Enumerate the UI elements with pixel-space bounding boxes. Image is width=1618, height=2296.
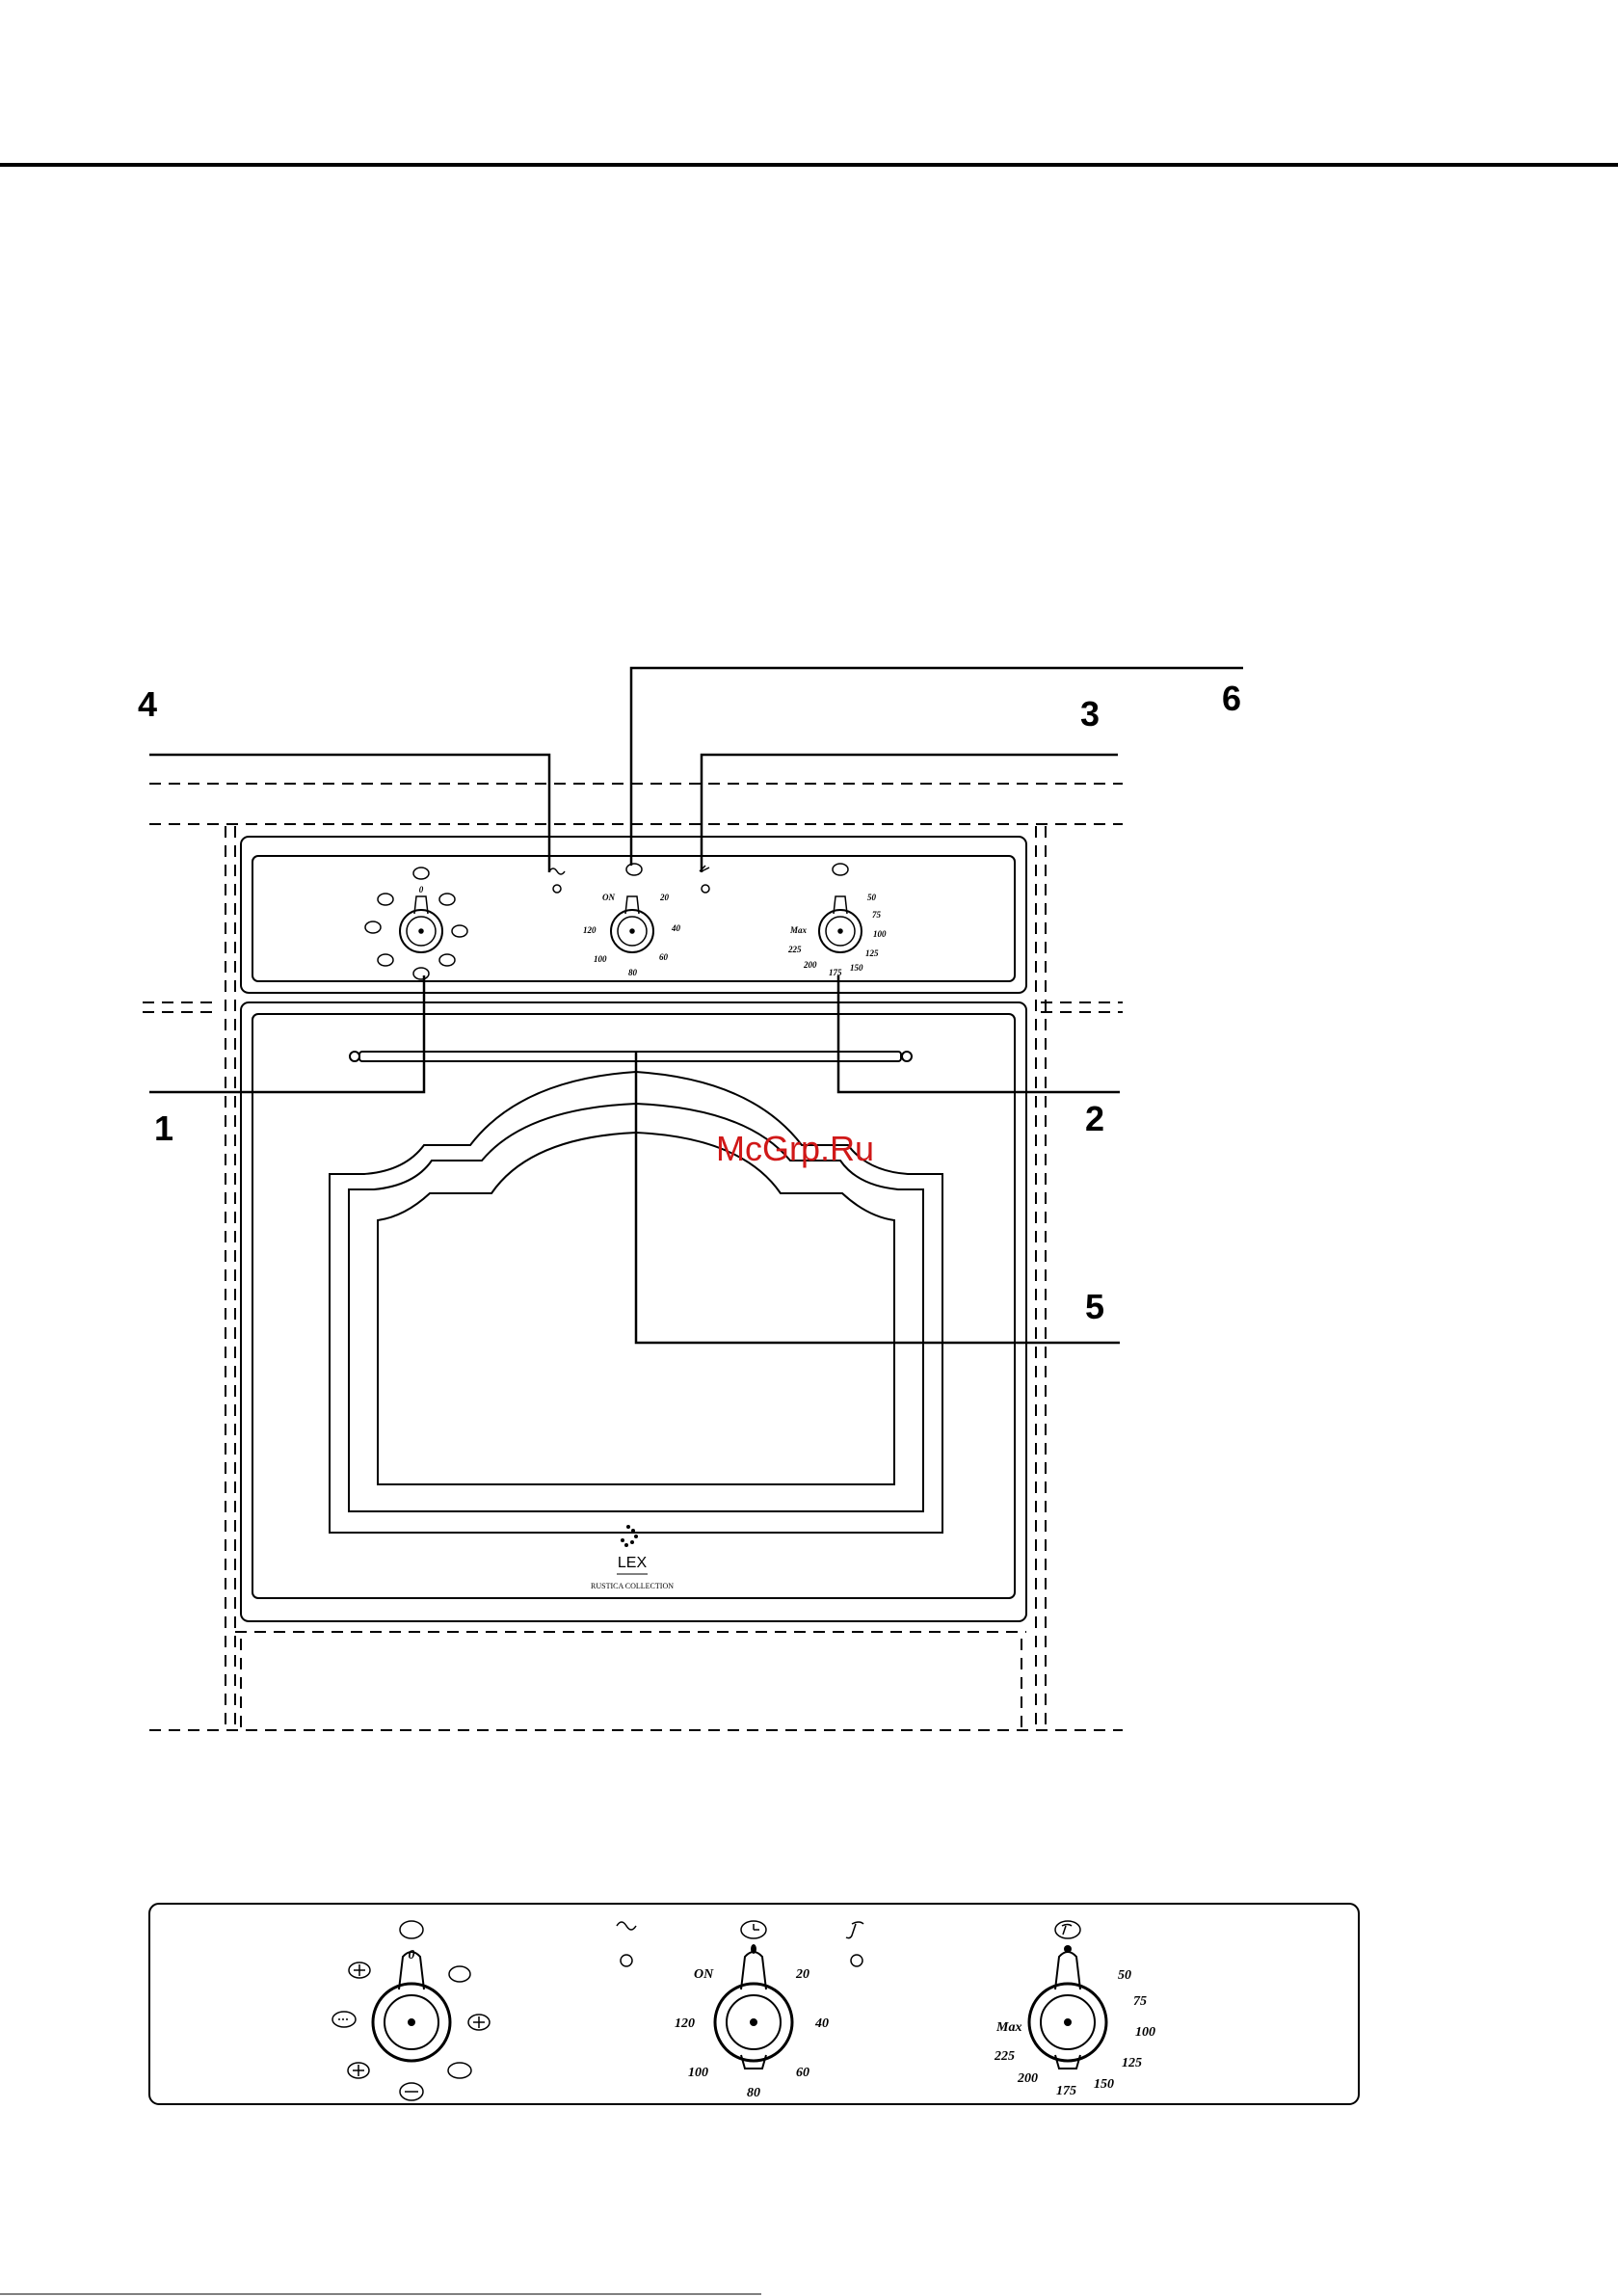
callout-6: 6 (1222, 679, 1241, 718)
function-zero-label: 0 (409, 1948, 415, 1962)
top-right-icon (448, 2063, 471, 2078)
small-panel-controls (365, 864, 862, 979)
svg-text:Max: Max (789, 925, 808, 935)
door-handle (359, 1052, 901, 1061)
temp-mark-100: 100 (1135, 2025, 1155, 2040)
callout-1: 1 (154, 1108, 173, 1148)
svg-text:50: 50 (867, 893, 877, 902)
thermometer-indicator-icon (846, 1922, 863, 1938)
svg-text:125: 125 (865, 948, 879, 958)
small-indicator-right (702, 885, 709, 893)
large-panel (149, 1904, 1359, 2104)
svg-text:20: 20 (659, 893, 670, 902)
svg-text:150: 150 (850, 963, 863, 973)
svg-text:225: 225 (787, 945, 802, 954)
timer-on-label: ON (694, 1967, 714, 1982)
indicator-right (851, 1955, 862, 1966)
function-knob[interactable] (373, 1952, 450, 2061)
top-heat-icon (449, 1966, 470, 1982)
callout-2: 2 (1085, 1099, 1104, 1138)
indicator-left (621, 1955, 632, 1966)
callout-4: 4 (138, 684, 157, 724)
callout-5: 5 (1085, 1287, 1104, 1326)
svg-text:175: 175 (829, 968, 842, 977)
temp-mark-175: 175 (1056, 2084, 1076, 2098)
timer-mark-40: 40 (814, 2016, 829, 2031)
svg-text:0: 0 (419, 885, 424, 894)
temperature-max-label: Max (995, 2020, 1021, 2035)
timer-mark-20: 20 (795, 1967, 809, 1982)
light-icon (400, 1921, 423, 1938)
svg-text:100: 100 (873, 929, 887, 939)
timer-knob[interactable] (715, 1952, 792, 2069)
temperature-knob[interactable] (1029, 1952, 1106, 2069)
timer-on-marker (751, 1944, 756, 1954)
temp-mark-50: 50 (1118, 1968, 1131, 1983)
temp-mark-225: 225 (994, 2049, 1015, 2064)
temp-mark-125: 125 (1122, 2056, 1142, 2070)
svg-text:100: 100 (594, 954, 607, 964)
watermark: McGrp.Ru (716, 1129, 874, 1168)
leader-4 (149, 755, 549, 872)
temperature-marker (1064, 1945, 1072, 1953)
brand-collection-text: RUSTICA COLLECTION (591, 1582, 674, 1590)
temp-mark-150: 150 (1094, 2077, 1114, 2092)
brand-logo-text: LEX (618, 1555, 648, 1571)
timer-mark-60: 60 (796, 2066, 809, 2080)
svg-text:40: 40 (671, 923, 681, 933)
small-indicator-left (553, 885, 561, 893)
leader-lines (149, 668, 1243, 1343)
svg-text:ON: ON (602, 893, 615, 902)
oven-body (241, 837, 1026, 1621)
temp-mark-75: 75 (1133, 1994, 1147, 2009)
power-wave-icon (617, 1922, 636, 1930)
timer-mark-80: 80 (747, 2086, 760, 2100)
callout-3: 3 (1080, 694, 1100, 734)
lex-logo: LEX RUSTICA COLLECTION (591, 1525, 674, 1590)
oven-door (241, 1002, 1026, 1621)
svg-text:200: 200 (803, 960, 817, 970)
timer-mark-120: 120 (675, 2016, 695, 2031)
clock-icon (741, 1921, 766, 1938)
indicator-lamps (617, 1922, 863, 1966)
temperature-scale: Max 50 75 100 125 150 175 200 225 (994, 1968, 1155, 2098)
timer-mark-100: 100 (688, 2066, 708, 2080)
leader-5 (636, 1052, 1120, 1343)
thermometer-icon (1055, 1921, 1080, 1938)
timer-scale: ON 20 40 60 80 100 120 (675, 1967, 829, 2100)
svg-text:75: 75 (872, 910, 882, 920)
svg-text:60: 60 (659, 952, 669, 962)
svg-text:80: 80 (628, 968, 638, 977)
svg-text:120: 120 (583, 925, 597, 935)
leader-3 (702, 755, 1118, 872)
temp-mark-200: 200 (1017, 2071, 1038, 2086)
